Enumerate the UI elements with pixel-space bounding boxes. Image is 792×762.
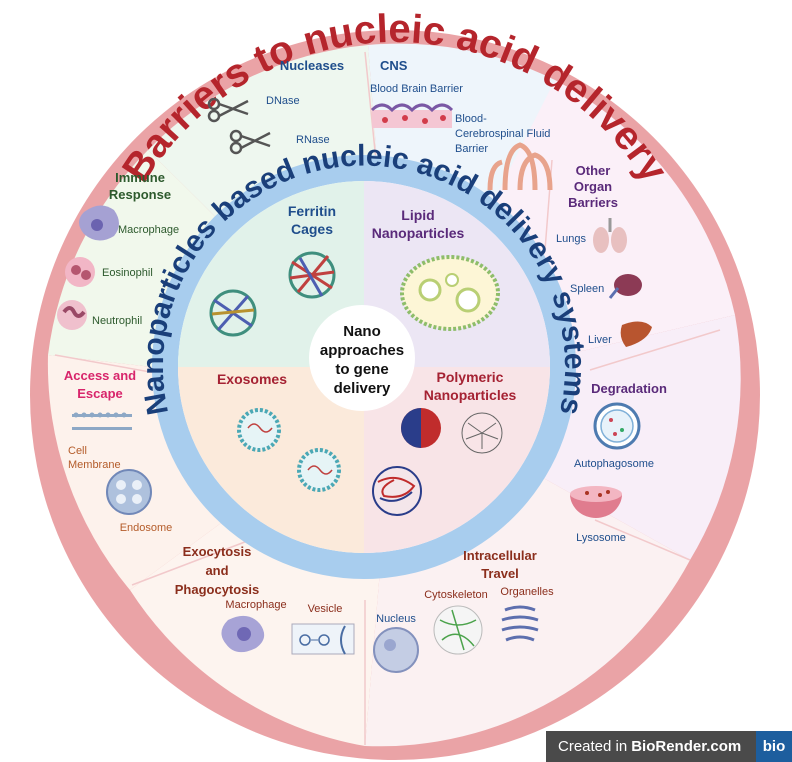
cytoskeleton-label: Cytoskeleton — [424, 589, 488, 601]
bcsf-label-3: Barrier — [455, 143, 488, 155]
immune-macrophage-label: Macrophage — [118, 224, 179, 236]
lysosome-label: Lysosome — [576, 532, 626, 544]
exosomes-title: Exosomes — [217, 371, 287, 387]
organelles-icon — [501, 605, 539, 642]
biorender-logo: bio — [756, 731, 792, 762]
svg-text:approaches: approaches — [320, 342, 404, 359]
svg-text:Access and: Access and — [64, 368, 136, 383]
autophagosome-icon — [593, 402, 641, 450]
autophagosome-label: Autophagosome — [574, 458, 654, 470]
neutrophil-label: Neutrophil — [92, 315, 142, 327]
svg-text:Barriers: Barriers — [568, 195, 618, 210]
svg-text:Travel: Travel — [481, 566, 519, 581]
svg-text:Polymeric: Polymeric — [437, 369, 504, 385]
access-title: Access and Escape — [64, 368, 136, 401]
exosome-icon — [237, 408, 281, 452]
macrophage-icon — [221, 615, 265, 653]
svg-text:Organ: Organ — [574, 179, 612, 194]
biorender-badge[interactable]: Created in BioRender.com bio — [546, 731, 792, 762]
lipid-nanoparticle-icon — [400, 255, 500, 331]
liver-icon — [620, 321, 652, 347]
organelles-label: Organelles — [500, 586, 554, 598]
endosome-label: Endosome — [120, 522, 173, 534]
choroid-plexus-icon — [487, 142, 553, 191]
bcsf-label-2: Cerebrospinal Fluid — [455, 128, 550, 140]
quadrant-exosomes — [178, 367, 364, 553]
lipid-title: Lipid Nanoparticles — [372, 207, 465, 241]
svg-text:Nano: Nano — [343, 323, 381, 340]
intracellular-title: Intracellular Travel — [463, 548, 537, 581]
vesicle-icon — [291, 623, 355, 655]
svg-text:Intracellular: Intracellular — [463, 548, 537, 563]
rnase-label: RNase — [296, 134, 330, 146]
blood-brain-barrier-icon — [370, 103, 454, 128]
exosome-icon — [297, 448, 341, 492]
ferritin-cage-icon — [209, 289, 257, 337]
dnase-label: DNase — [266, 95, 300, 107]
badge-prefix: Created in — [558, 738, 628, 755]
spleen-label: Spleen — [570, 283, 604, 295]
center-label: Nano approaches to gene delivery — [320, 323, 404, 397]
endosome-icon — [106, 469, 152, 515]
svg-text:Exocytosis: Exocytosis — [183, 544, 252, 559]
nucleases-title: Nucleases — [280, 58, 344, 73]
badge-brand: BioRender.com — [631, 738, 742, 755]
svg-text:Other: Other — [576, 163, 611, 178]
eosinophil-label: Eosinophil — [102, 267, 153, 279]
svg-text:Escape: Escape — [77, 386, 123, 401]
ferritin-title: Ferritin Cages — [288, 203, 336, 237]
svg-text:Ferritin: Ferritin — [288, 203, 336, 219]
exocytosis-title: Exocytosis and Phagocytosis — [175, 544, 260, 597]
degradation-title: Degradation — [591, 381, 667, 396]
nucleus-icon — [373, 627, 419, 673]
cell-membrane-icon — [72, 412, 132, 430]
neutrophil-icon — [57, 300, 87, 330]
membrane-label: Membrane — [68, 459, 121, 471]
svg-text:Nanoparticles: Nanoparticles — [424, 387, 517, 403]
lungs-label: Lungs — [556, 233, 586, 245]
cell-label: Cell — [68, 445, 87, 457]
spleen-icon — [608, 274, 642, 299]
dendrimer-icon — [461, 412, 503, 454]
polymeric-title: Polymeric Nanoparticles — [424, 369, 517, 403]
lungs-icon — [593, 218, 627, 253]
macrophage-icon — [79, 205, 119, 241]
liver-label: Liver — [588, 334, 612, 346]
ferritin-cage-icon — [288, 251, 336, 299]
center-circle — [309, 305, 415, 411]
vesicle-label: Vesicle — [308, 603, 343, 615]
svg-text:delivery: delivery — [334, 380, 391, 397]
svg-text:to gene: to gene — [335, 361, 388, 378]
svg-text:Cages: Cages — [291, 221, 333, 237]
svg-text:Nanoparticles: Nanoparticles — [372, 225, 465, 241]
lysosome-icon — [570, 486, 622, 518]
eosinophil-icon — [65, 257, 95, 287]
cytoskeleton-icon — [433, 605, 483, 655]
exo-macrophage-label: Macrophage — [225, 599, 286, 611]
scissors-icon — [207, 97, 249, 123]
scissors-icon — [229, 129, 271, 155]
organ-title: Other Organ Barriers — [568, 163, 618, 210]
svg-text:Response: Response — [109, 187, 171, 202]
bcsf-label-1: Blood- — [455, 113, 487, 125]
polymeric-micelle-icon — [401, 408, 441, 448]
bbb-label: Blood Brain Barrier — [370, 83, 463, 95]
svg-text:Phagocytosis: Phagocytosis — [175, 582, 260, 597]
cns-title: CNS — [380, 58, 408, 73]
svg-text:Immune: Immune — [115, 170, 165, 185]
nucleus-label: Nucleus — [376, 613, 416, 625]
immune-title: Immune Response — [109, 170, 171, 202]
svg-text:and: and — [205, 563, 228, 578]
svg-text:Lipid: Lipid — [401, 207, 434, 223]
polymer-nanoparticle-icon — [372, 466, 422, 516]
